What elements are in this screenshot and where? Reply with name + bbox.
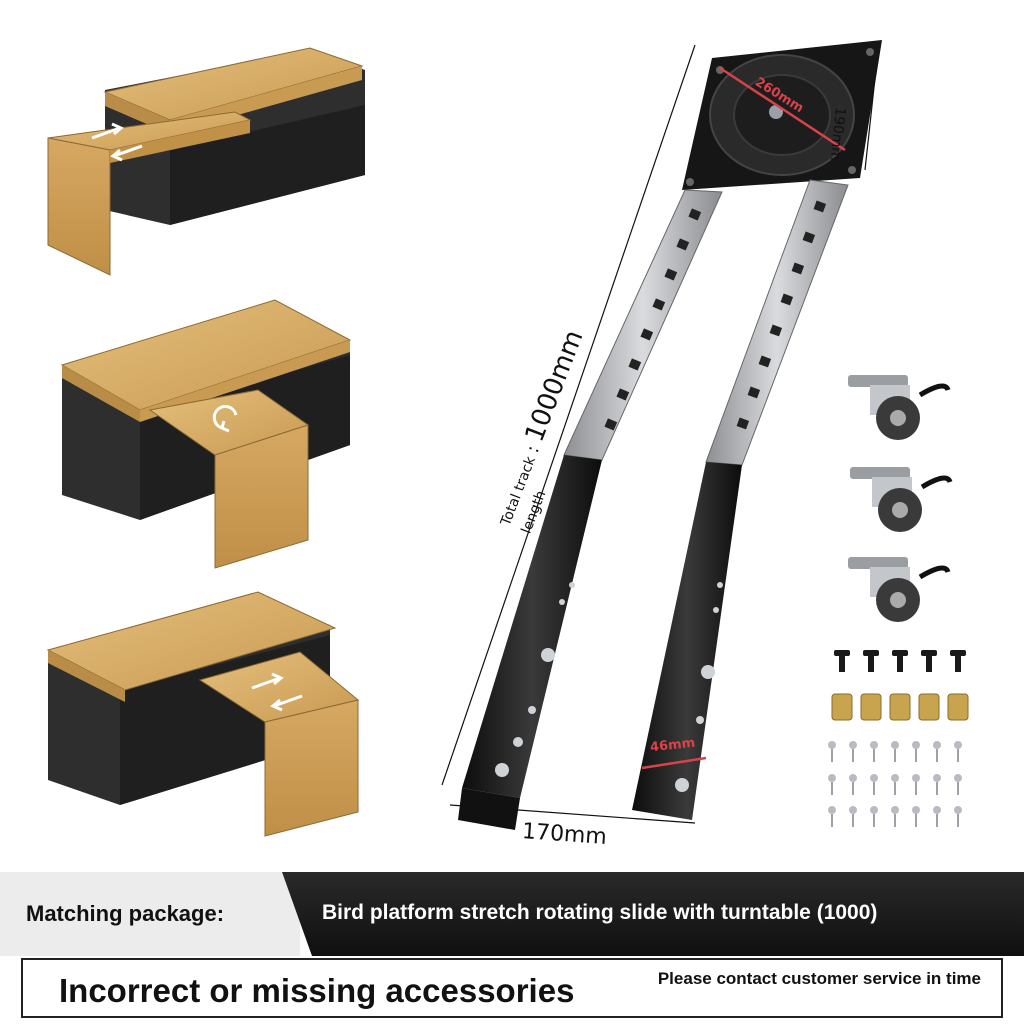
dimension-lines [441,44,876,824]
bolts [834,650,966,672]
right-slide-rail [632,179,849,820]
caster-wheel-2 [850,467,953,532]
wood-screws [828,741,962,814]
caster-wheel-1 [848,375,951,440]
package-banner: Matching package: Bird platform stretch … [0,872,1024,956]
desk-illustrations [46,47,365,837]
desk-extended-illustration [47,47,365,276]
track-length-sep: : [522,442,544,456]
notice-main-text: Incorrect or missing accessories [59,972,575,1009]
notice-side-text: Please contact customer service in time [657,969,981,988]
turntable-plate [682,40,882,190]
slide-rail-product [441,40,882,830]
banner-label: Matching package: [26,901,225,926]
banner-product-name: Bird platform stretch rotating slide wit… [322,901,878,924]
accessories-notice: Incorrect or missing accessories Please … [21,958,1003,1018]
slide-arrows-icon [91,122,143,162]
rotate-icon [212,405,238,433]
threaded-inserts [831,693,969,721]
banner-label-panel [0,872,300,956]
accessories [828,375,969,827]
desk-extended-right-illustration [46,591,360,837]
desk-rotated-illustration [60,299,352,569]
banner-product-panel [282,872,1024,956]
caster-wheel-3 [848,557,951,622]
slide-arrows-right-icon [251,672,303,712]
red-dimension-lines [641,66,846,770]
left-slide-rail [458,189,723,830]
